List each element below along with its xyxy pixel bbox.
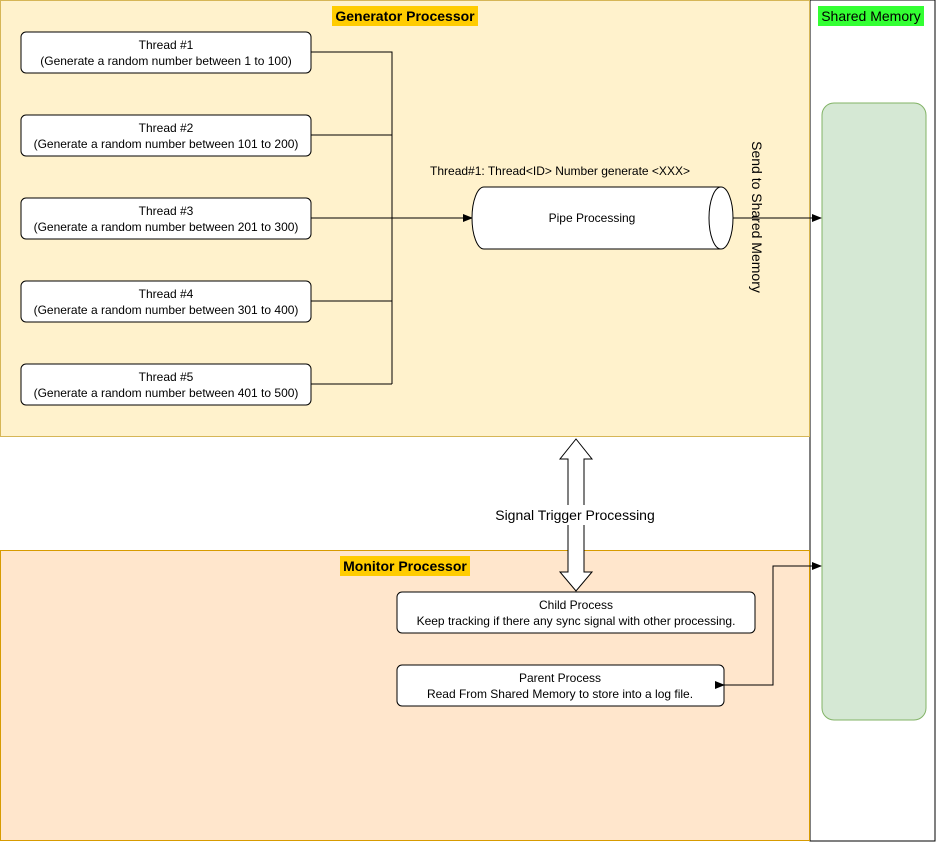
thread-desc: (Generate a random number between 1 to 1… bbox=[40, 54, 291, 68]
send-label: Send to Shared Memory bbox=[749, 141, 765, 293]
thread-box-1: Thread #1 (Generate a random number betw… bbox=[20, 31, 312, 74]
thread-name: Thread #4 bbox=[139, 287, 194, 301]
thread-name: Thread #1 bbox=[139, 38, 194, 52]
generator-title: Generator Processor bbox=[335, 8, 475, 24]
parent-process-box: Parent Process Read From Shared Memory t… bbox=[396, 664, 725, 707]
thread-box-2: Thread #2 (Generate a random number betw… bbox=[20, 114, 312, 157]
thread-desc: (Generate a random number between 101 to… bbox=[34, 137, 299, 151]
signal-label-bg bbox=[490, 505, 662, 525]
parent-process-desc: Read From Shared Memory to store into a … bbox=[427, 687, 693, 701]
thread-box-4: Thread #4 (Generate a random number betw… bbox=[20, 280, 312, 323]
pipe-text: Pipe Processing bbox=[549, 211, 636, 225]
pipe-processing-cylinder: Pipe Processing bbox=[471, 186, 734, 250]
shared-memory-title: Shared Memory bbox=[821, 8, 921, 24]
thread-desc: (Generate a random number between 301 to… bbox=[34, 303, 299, 317]
thread-box-3: Thread #3 (Generate a random number betw… bbox=[20, 197, 312, 240]
parent-process-name: Parent Process bbox=[519, 671, 601, 685]
thread-desc: (Generate a random number between 201 to… bbox=[34, 220, 299, 234]
thread-name: Thread #2 bbox=[139, 121, 194, 135]
memory-parent-connector bbox=[715, 562, 822, 689]
monitor-title-highlight bbox=[340, 556, 470, 576]
pipe-label: Thread#1: Thread<ID> Number generate <XX… bbox=[430, 164, 690, 178]
child-process-desc: Keep tracking if there any sync signal w… bbox=[417, 614, 736, 628]
generator-title-highlight bbox=[332, 6, 478, 26]
thread-name: Thread #3 bbox=[139, 204, 194, 218]
child-process-name: Child Process bbox=[539, 598, 613, 612]
thread-name: Thread #5 bbox=[139, 370, 194, 384]
thread-connectors bbox=[311, 51, 473, 385]
thread-desc: (Generate a random number between 401 to… bbox=[34, 386, 299, 400]
shared-memory-title-highlight bbox=[818, 6, 924, 26]
thread-box-5: Thread #5 (Generate a random number betw… bbox=[20, 363, 312, 406]
signal-label: Signal Trigger Processing bbox=[495, 507, 655, 523]
child-process-box: Child Process Keep tracking if there any… bbox=[396, 591, 756, 634]
monitor-title: Monitor Processor bbox=[343, 558, 467, 574]
shared-memory-block bbox=[821, 102, 927, 721]
